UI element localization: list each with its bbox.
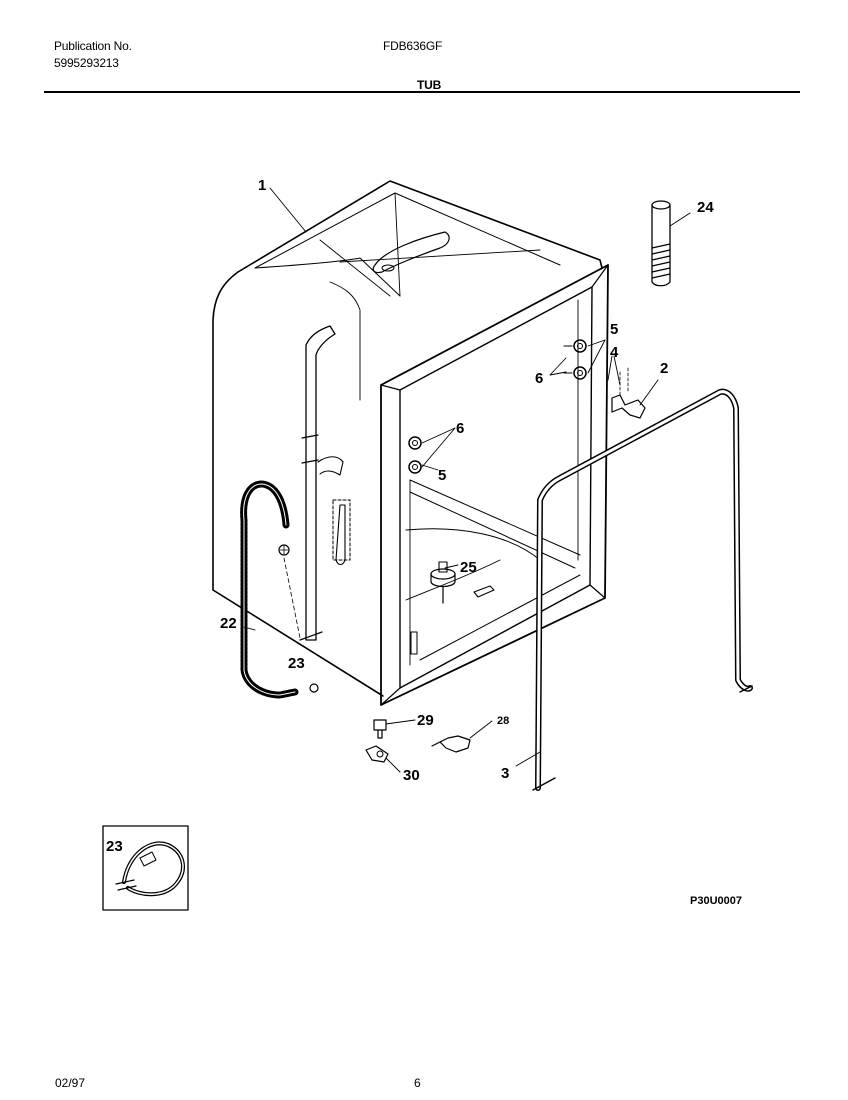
header-rule xyxy=(44,91,800,93)
callout-29: 29 xyxy=(417,712,434,729)
float-part-25 xyxy=(430,561,495,604)
callout-6-right: 6 xyxy=(535,370,543,387)
callout-25: 25 xyxy=(460,559,477,576)
side-vent-tube xyxy=(299,325,351,641)
callout-labels: 1 2 3 4 5 5 6 6 22 23 24 25 28 29 30 23 xyxy=(106,177,714,855)
callout-28: 28 xyxy=(497,715,509,727)
callout-23-inset: 23 xyxy=(106,838,123,855)
callout-6-left: 6 xyxy=(456,420,464,437)
section-title: TUB xyxy=(417,78,442,92)
publication-label: Publication No. xyxy=(54,39,132,53)
leader-lines xyxy=(243,187,691,773)
callout-1: 1 xyxy=(258,177,266,194)
callout-2: 2 xyxy=(660,360,668,377)
callout-5-left: 5 xyxy=(438,467,446,484)
hose-clamps-part xyxy=(278,544,319,693)
figure-code: P30U0007 xyxy=(690,895,742,907)
plug-part-24 xyxy=(651,200,671,287)
callout-3: 3 xyxy=(501,765,509,782)
revision-date: 02/97 xyxy=(55,1076,86,1090)
clamp-detail-inset xyxy=(102,825,189,911)
bracket-part xyxy=(611,367,646,419)
callout-24: 24 xyxy=(697,199,714,216)
callout-4: 4 xyxy=(610,344,619,361)
door-gasket-part xyxy=(532,388,753,791)
drain-hose-part xyxy=(240,480,299,699)
callout-22: 22 xyxy=(220,615,237,632)
cap-part-29 xyxy=(373,719,387,739)
switch-part-28 xyxy=(431,735,471,753)
tub-part xyxy=(212,180,609,706)
publication-number: 5995293213 xyxy=(54,56,119,70)
callout-23: 23 xyxy=(288,655,305,672)
callout-30: 30 xyxy=(403,767,420,784)
page-number: 6 xyxy=(414,1076,421,1090)
fasteners-left xyxy=(408,436,422,474)
callout-5-right: 5 xyxy=(610,321,618,338)
fitting-part-30 xyxy=(365,745,389,763)
model-number: FDB636GF xyxy=(383,39,443,53)
fasteners-right xyxy=(563,339,587,380)
